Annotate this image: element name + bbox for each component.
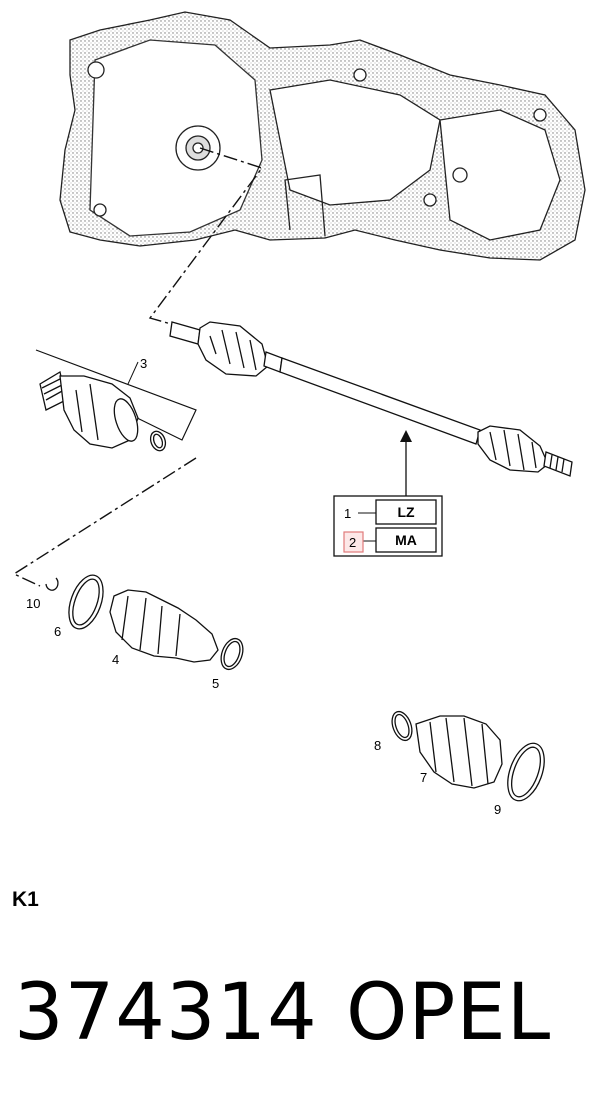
table-row-1-label: LZ <box>397 504 415 520</box>
callout-8: 8 <box>374 738 381 753</box>
inner-boot-kit <box>45 574 244 671</box>
connection-line-housing <box>148 147 264 327</box>
callout-4: 4 <box>112 652 119 667</box>
table-row-1-number: 1 <box>344 506 351 521</box>
table-row-2-label: MA <box>395 532 417 548</box>
callout-7: 7 <box>420 770 427 785</box>
variant-table: LZ MA 1 2 <box>333 495 443 557</box>
callout-6: 6 <box>54 624 61 639</box>
inner-cv-joint <box>35 349 197 452</box>
callout-10: 10 <box>26 596 40 611</box>
part-number: 374314 <box>14 968 318 1058</box>
diagram-caption: K1 <box>12 888 39 911</box>
outer-boot-kit <box>391 710 545 802</box>
callout-5: 5 <box>212 676 219 691</box>
brand-name: OPEL <box>346 968 552 1058</box>
exploded-parts-diagram: LZ MA 1 2 3 10 6 4 5 <box>12 11 586 817</box>
pointer-arrow <box>400 430 412 496</box>
callout-3: 3 <box>140 356 147 371</box>
table-row-2-highlight <box>343 531 364 553</box>
transmission-housing <box>59 11 586 261</box>
connection-line-kit <box>12 457 197 587</box>
table-row-2-number: 2 <box>349 535 356 550</box>
drive-shaft <box>169 321 573 477</box>
callout-9: 9 <box>494 802 501 817</box>
